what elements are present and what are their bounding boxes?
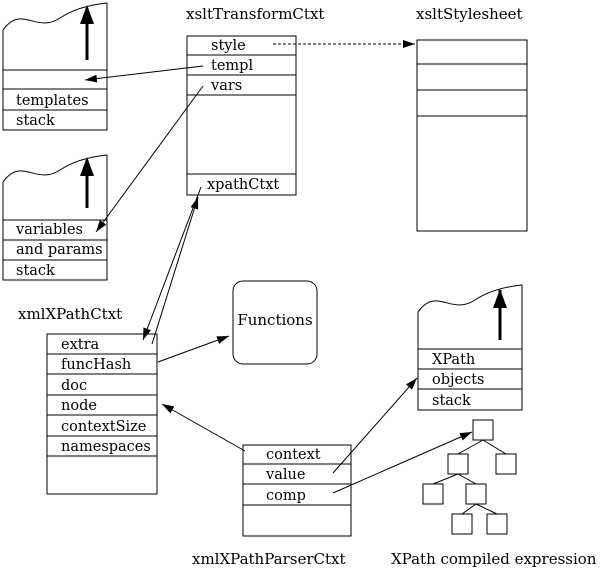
arrow-extra-to-transform-ctxt: [151, 196, 199, 345]
parser-ctxt-struct: context value comp xmlXPathParserCtxt: [192, 444, 352, 568]
xpath-objects-stack-struct: XPath objects stack: [417, 284, 523, 411]
tree-node: [486, 513, 508, 535]
pointer-arrows: [84, 40, 473, 494]
compiled-expression-tree: XPath compiled expression: [391, 419, 597, 568]
tree-node: [447, 453, 469, 475]
field-variables: variables: [15, 222, 83, 238]
tree-node: [422, 483, 444, 505]
stylesheet-struct: xsltStylesheet: [416, 5, 528, 232]
transform-ctxt-title: xsltTransformCtxt: [186, 5, 324, 23]
field-namespaces: namespaces: [61, 439, 151, 455]
tree-node: [465, 483, 487, 505]
field-value: value: [265, 467, 305, 483]
xpath-ctxt-title: xmlXPathCtxt: [18, 305, 122, 323]
functions-label: Functions: [237, 311, 312, 329]
field-style: style: [211, 38, 246, 54]
field-extra: extra: [61, 337, 100, 353]
tree-node: [495, 453, 517, 475]
parser-ctxt-title: xmlXPathParserCtxt: [192, 550, 345, 568]
field-vars: vars: [210, 78, 242, 94]
arrow-context-to-xpath-ctxt: [161, 403, 246, 452]
field-context: context: [266, 447, 321, 463]
field-templates-stack: stack: [16, 113, 55, 129]
field-templates: templates: [16, 93, 89, 109]
field-objects: objects: [432, 372, 484, 388]
field-vars-stack: stack: [16, 263, 55, 279]
arrow-funchash-to-functions: [157, 335, 230, 363]
arrow-templ-to-templates: [84, 65, 204, 83]
arrow-vars-to-variables: [95, 85, 204, 233]
compiled-expression-caption: XPath compiled expression: [391, 550, 597, 568]
field-funchash: funcHash: [61, 357, 131, 373]
field-node: node: [61, 398, 97, 414]
field-and-params: and params: [16, 242, 103, 258]
transform-ctxt-struct: xsltTransformCtxt style templ vars xpath…: [186, 5, 324, 196]
tree-node: [472, 419, 494, 441]
field-comp: comp: [266, 488, 306, 504]
field-objects-stack: stack: [432, 393, 471, 409]
field-doc: doc: [61, 378, 87, 394]
arrow-xpathctxt-to-xpath-ctxt: [142, 186, 202, 341]
xpath-ctxt-struct: xmlXPathCtxt extra funcHash doc node con…: [18, 305, 158, 495]
stylesheet-title: xsltStylesheet: [416, 5, 523, 23]
field-contextsize: contextSize: [61, 419, 146, 435]
field-xpath: XPath: [432, 352, 475, 368]
tree-node: [451, 513, 473, 535]
field-xpathctxt: xpathCtxt: [207, 177, 279, 193]
arrow-comp-to-compiled-expression: [332, 431, 473, 494]
vars-stack-struct: variables and params stack: [2, 154, 108, 281]
field-templ: templ: [211, 58, 253, 74]
functions-box: Functions: [232, 280, 318, 365]
templates-stack-struct: templates stack: [2, 2, 108, 131]
arrow-value-to-xpath-objects: [332, 377, 418, 474]
